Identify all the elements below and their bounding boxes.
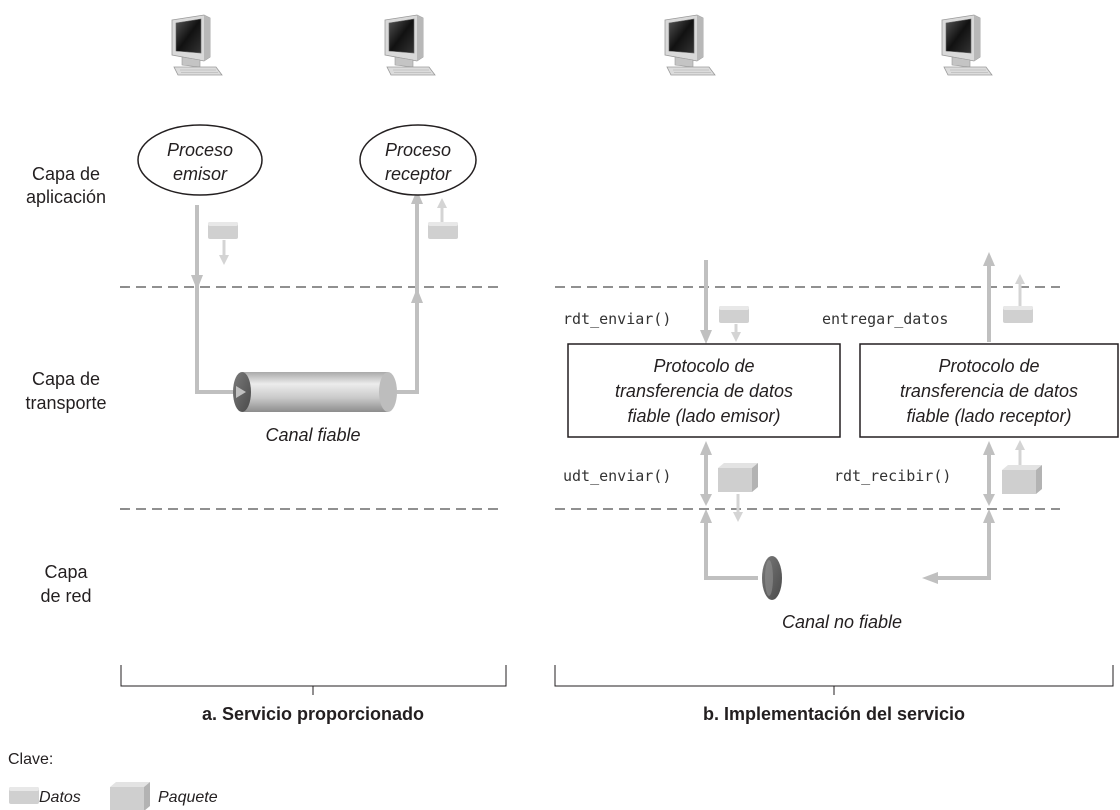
unreliable-channel-label: Canal no fiable: [782, 612, 902, 632]
sender-protocol-box: Protocolo de transferencia de datos fiab…: [567, 343, 841, 438]
receiver-flow-arrow-a: [396, 200, 419, 394]
svg-text:Protocolo de: Protocolo de: [938, 356, 1039, 376]
legend-packet-swatch: [110, 782, 150, 810]
sender-process: Proceso emisor: [137, 124, 263, 196]
rdt-receive-label: rdt_recibir(): [834, 467, 951, 485]
arrowhead-up-icon: [700, 509, 712, 523]
data-unit-down-b: [719, 306, 749, 342]
svg-text:Capa: Capa: [44, 562, 88, 582]
arrowhead-down-icon: [700, 330, 712, 344]
computer-icon-host-3: [664, 14, 716, 76]
svg-text:transferencia de datos: transferencia de datos: [615, 381, 793, 401]
arrowhead-up-icon: [411, 190, 423, 204]
arrowhead-down-icon: [700, 494, 712, 506]
computer-icon-host-4: [941, 14, 993, 76]
receiver-process: Proceso receptor: [359, 124, 477, 196]
arrowhead-up-icon: [983, 252, 995, 266]
sender-flow-arrow-a: [195, 205, 238, 394]
svg-text:Proceso: Proceso: [167, 140, 233, 160]
svg-text:transferencia de datos: transferencia de datos: [900, 381, 1078, 401]
data-unit-down-a: [208, 222, 238, 265]
reliable-channel-label: Canal fiable: [265, 425, 360, 445]
svg-text:fiable (lado receptor): fiable (lado receptor): [906, 406, 1071, 426]
receiver-protocol-box: Protocolo de transferencia de datos fiab…: [859, 343, 1119, 438]
legend-data-label: Datos: [39, 789, 81, 806]
unreliable-channel-cone: [762, 556, 782, 600]
data-unit-up-b: [1003, 274, 1033, 323]
arrowhead-up-icon: [983, 441, 995, 455]
data-unit-up-a: [428, 198, 458, 239]
svg-text:fiable (lado emisor): fiable (lado emisor): [627, 406, 780, 426]
bracket-b: [554, 665, 1114, 695]
svg-text:emisor: emisor: [173, 164, 228, 184]
rdt-send-label: rdt_enviar(): [563, 310, 671, 328]
legend-data-swatch: [9, 787, 39, 804]
svg-text:de red: de red: [40, 586, 91, 606]
computer-icon-host-1: [171, 14, 223, 76]
svg-text:Proceso: Proceso: [385, 140, 451, 160]
layer-label-application: Capa de aplicación: [26, 164, 106, 207]
svg-text:aplicación: aplicación: [26, 187, 106, 207]
computer-icon-host-2: [384, 14, 436, 76]
layer-label-transport: Capa de transporte: [25, 369, 106, 413]
arrowhead-up-icon: [700, 441, 712, 455]
svg-text:transporte: transporte: [25, 393, 106, 413]
bracket-a: [120, 665, 507, 695]
arrowhead-left-icon: [922, 572, 938, 584]
packet-unit-down-b: [718, 463, 758, 522]
arrowhead-down-icon: [191, 275, 203, 290]
reliable-channel-tube: [233, 372, 397, 412]
unreliable-receive-path: [935, 516, 991, 580]
svg-text:Protocolo de: Protocolo de: [653, 356, 754, 376]
svg-text:receptor: receptor: [385, 164, 452, 184]
caption-a: a. Servicio proporcionado: [202, 704, 424, 724]
caption-b: b. Implementación del servicio: [703, 704, 965, 724]
packet-unit-up-b: [1002, 440, 1042, 494]
svg-text:Capa de: Capa de: [32, 164, 100, 184]
legend-packet-label: Paquete: [158, 789, 218, 806]
unreliable-send-path: [704, 516, 758, 580]
arrowhead-down-icon: [983, 494, 995, 506]
layer-label-network: Capa de red: [40, 562, 91, 606]
svg-text:Capa de: Capa de: [32, 369, 100, 389]
deliver-data-label: entregar_datos: [822, 310, 948, 328]
legend-title: Clave:: [8, 751, 53, 768]
arrowhead-up-icon: [411, 288, 423, 303]
arrowhead-up-icon: [983, 509, 995, 523]
udt-send-label: udt_enviar(): [563, 467, 671, 485]
